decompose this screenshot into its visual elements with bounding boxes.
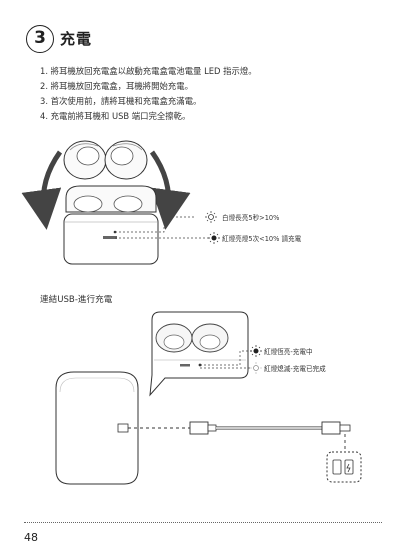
legend-red-on: 紅燈恆亮-充電中 (264, 347, 313, 356)
closed-charging-case-icon (56, 372, 138, 484)
power-adapter-icon (327, 452, 361, 482)
legend-red-off: 紅燈熄滅-充電已完成 (264, 364, 326, 373)
usb-charging-illustration: 紅燈恆亮-充電中 紅燈熄滅-充電已完成 (0, 0, 408, 520)
case-interior-callout (150, 312, 248, 395)
usb-cable-icon (128, 422, 350, 434)
red-on-light-icon (250, 345, 262, 357)
usb-port-icon (118, 424, 128, 432)
page-number: 48 (24, 531, 38, 544)
red-off-light-icon (250, 362, 262, 374)
footer-divider (24, 522, 382, 523)
